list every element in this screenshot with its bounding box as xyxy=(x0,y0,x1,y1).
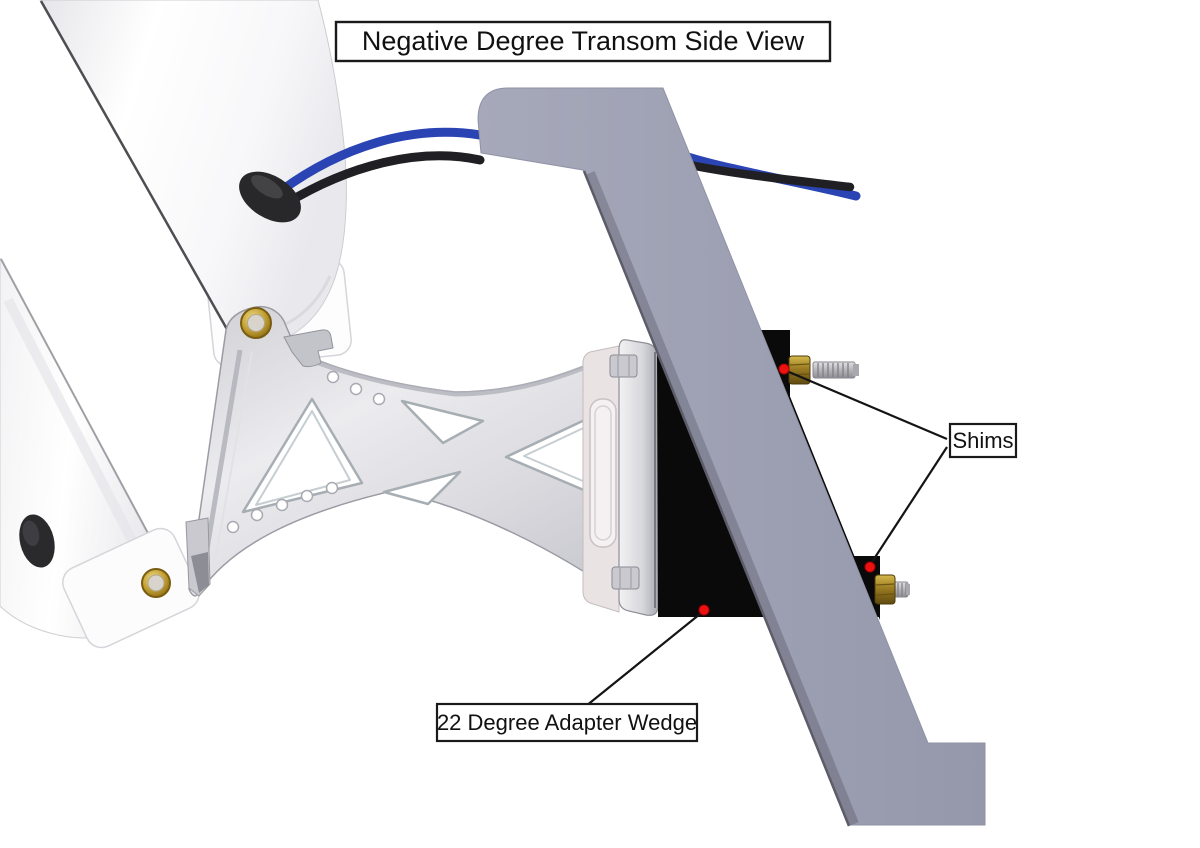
leader-shim-upper xyxy=(788,370,948,441)
leader-shim-lower xyxy=(871,446,948,563)
brass-nut-lower xyxy=(874,574,896,605)
transom-edge-band xyxy=(585,171,859,826)
marker-wedge xyxy=(698,604,710,616)
stud-lower xyxy=(874,574,910,605)
diagram-title: Negative Degree Transom Side View xyxy=(362,26,805,56)
transom xyxy=(477,87,986,827)
stud-upper xyxy=(788,355,859,385)
leader-lines xyxy=(585,370,948,707)
end-plate-recess xyxy=(589,398,617,548)
mounting-bracket xyxy=(185,305,627,602)
strut-inner-line xyxy=(203,349,243,556)
title-box-frame xyxy=(334,20,832,63)
jack-arm-upper-edge xyxy=(39,0,230,332)
cutout-top-center xyxy=(400,399,485,445)
pivot-bushing-lower xyxy=(141,568,171,598)
clamp-tab xyxy=(283,329,334,368)
jack-arm-lower-edge xyxy=(0,258,166,566)
transom-edge-shadow xyxy=(582,170,851,827)
bolt-hole-row xyxy=(226,370,386,534)
shims-label: Shims xyxy=(952,428,1013,453)
shims-box-frame xyxy=(948,422,1018,459)
shims-callout: Shims xyxy=(948,422,1018,459)
cable-blue xyxy=(277,127,485,195)
marker-shim-lower xyxy=(864,561,876,573)
bracket-top-step xyxy=(297,350,620,397)
transom-slab xyxy=(477,87,986,826)
cable-black xyxy=(282,151,485,208)
cable-grommet xyxy=(239,171,301,223)
title-box: Negative Degree Transom Side View xyxy=(334,20,832,63)
jack-arm-lower-shading xyxy=(3,297,155,578)
strut-highlight xyxy=(215,351,253,557)
wedge-callout: 22 Degree Adapter Wedge xyxy=(435,702,699,743)
cable-black-right xyxy=(685,160,855,192)
wedge-label: 22 Degree Adapter Wedge xyxy=(437,710,697,735)
strut-foot-shadow xyxy=(191,552,209,593)
wedge-box-frame xyxy=(435,702,699,743)
hex-bolt-upper xyxy=(609,354,638,378)
marker-shim-upper xyxy=(778,363,790,375)
hex-bolt-lower xyxy=(611,566,640,590)
cutout-bottom-center xyxy=(382,470,462,506)
transom-plate-assembly xyxy=(582,339,659,616)
end-plate-recess-inner xyxy=(594,405,612,541)
rubber-bumper xyxy=(19,514,55,568)
pivot-bushing-upper xyxy=(240,307,272,339)
pivot-link-plate-lower xyxy=(62,527,200,649)
leader-wedge xyxy=(585,613,701,707)
